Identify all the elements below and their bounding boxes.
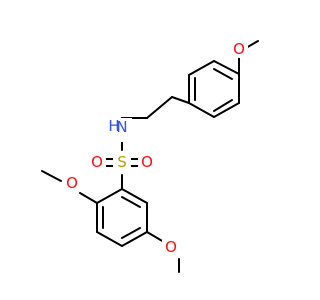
bond xyxy=(188,60,215,76)
oxygen-atom: O xyxy=(138,153,156,172)
atom-label: N xyxy=(116,118,127,136)
molecule-diagram: O N H S O O O O xyxy=(41,40,259,273)
oxygen-atom: O xyxy=(63,174,81,192)
bond xyxy=(146,231,165,243)
bond xyxy=(188,102,215,118)
atom-label: O xyxy=(141,153,153,171)
bond xyxy=(121,196,141,208)
bond xyxy=(41,170,62,182)
amine-group: N H xyxy=(108,117,132,142)
bond xyxy=(171,96,190,104)
atom-layer: O N H S O O O O xyxy=(63,40,248,256)
oxygen-atom: O xyxy=(162,238,180,256)
bond xyxy=(121,188,148,204)
atom-label: O xyxy=(165,238,177,256)
oxygen-atom: O xyxy=(88,153,106,172)
atom-label: O xyxy=(91,153,103,171)
molecule-structure: O N H S O O O O xyxy=(41,40,259,273)
bond xyxy=(213,99,233,112)
bond xyxy=(213,68,233,80)
bond xyxy=(121,227,141,239)
atom-label: H xyxy=(108,117,119,135)
atom-label: O xyxy=(233,40,245,58)
bond xyxy=(79,192,98,204)
bond xyxy=(213,102,240,118)
bond xyxy=(96,188,123,204)
bond xyxy=(96,231,123,247)
sulfur-atom: S xyxy=(113,153,131,172)
atom-label: S xyxy=(117,153,127,171)
bond xyxy=(121,231,148,247)
bond xyxy=(213,60,240,75)
bond xyxy=(146,96,173,119)
atom-label: O xyxy=(66,174,78,192)
oxygen-atom: O xyxy=(230,40,248,58)
